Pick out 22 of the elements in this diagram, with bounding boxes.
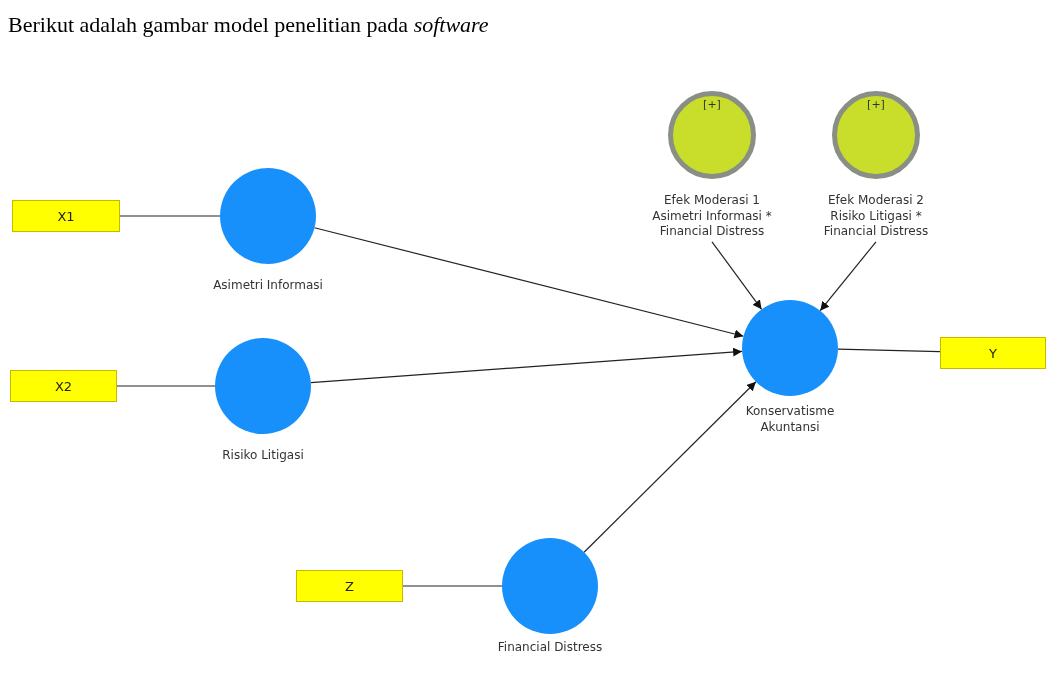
arrow (711, 241, 763, 310)
indicator-box: X1 (12, 200, 120, 232)
heading: Berikut adalah gambar model penelitian pada software (8, 12, 489, 38)
arrow (583, 381, 757, 553)
construct-label: Konservatisme Akuntansi (744, 404, 836, 436)
indicator-box: X2 (10, 370, 117, 402)
expand-marker: [+] (867, 98, 885, 111)
arrow (819, 241, 877, 312)
construct-label: Efek Moderasi 1 Asimetri Informasi * Financial Distress (651, 193, 773, 240)
connector-line (402, 585, 503, 587)
indicator-box: Y (940, 337, 1046, 369)
arrow (313, 227, 745, 339)
connector-line (119, 215, 221, 217)
construct-label: Asimetri Informasi (212, 278, 324, 294)
construct-label: Risiko Litigasi (221, 448, 305, 464)
construct-label: Efek Moderasi 2 Risiko Litigasi * Financial Distress (822, 193, 930, 240)
arrow (310, 347, 743, 384)
construct-label: Financial Distress (496, 640, 604, 656)
connector-line (837, 348, 941, 353)
connector-line (116, 385, 216, 387)
indicator-box: Z (296, 570, 403, 602)
expand-marker: [+] (703, 98, 721, 111)
